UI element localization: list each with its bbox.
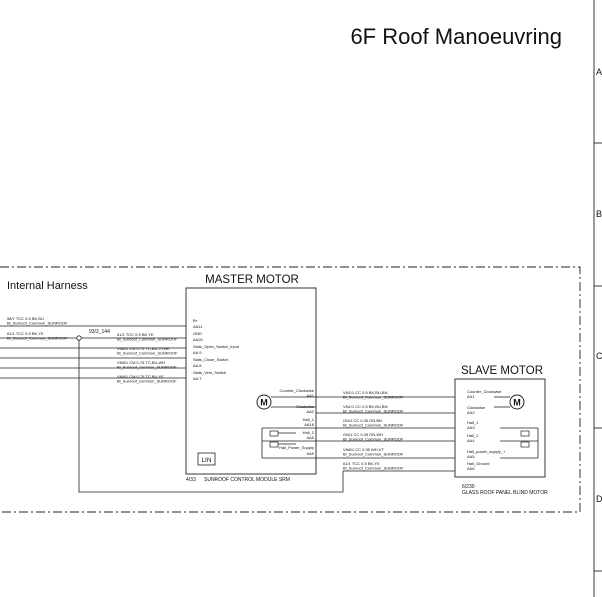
master-pin: AA 7: [193, 376, 202, 381]
link-desc: Bl_Sunroof_Common_SUNROOF: [343, 437, 404, 442]
master-module-box: [185, 287, 317, 475]
slave-pin-name: Hall_1: [467, 420, 479, 425]
row-marker-d: D: [596, 494, 602, 504]
slave-component-name: GLASS ROOF PANEL BLIND MOTOR: [462, 490, 548, 496]
wire-code: 61/1 TCC 0.5 BK,YE: [7, 331, 44, 336]
master-pin: GND: [193, 331, 202, 336]
slave-title: SLAVE MOTOR: [461, 365, 543, 377]
link-code: 61/1 TCC 0.5 BK,YE: [343, 461, 380, 466]
wire-desc: Bl_Sunroof_common_SUNROOF: [117, 365, 177, 370]
link-code: VN1/1 CC 0.5 BK,BU,BN: [343, 404, 388, 409]
master-output-name: Clockwise: [296, 404, 315, 409]
master-pin: AA11: [193, 324, 203, 329]
slave-pin-name: Counter_Clockwise: [467, 389, 502, 394]
ground-return-wire: [78, 340, 344, 493]
slave-motor-symbol: M: [513, 398, 521, 408]
harness-boundary: [0, 266, 581, 513]
wire-code: VN8/1 CM 0.75 TC,BU,WH: [117, 360, 165, 365]
master-output-pin: AA9: [306, 451, 314, 456]
slave-pin: AA6: [467, 466, 475, 471]
wire-desc: Bl_Sunroof_Common_SUNROOF: [7, 336, 68, 341]
wire-desc: Bl_Sunroof_Common_SUNROOF: [117, 337, 178, 342]
wire-code: VN8/1 CM 0.75 TC,BU,YE: [117, 374, 164, 379]
slave-pin-name: Hall_2: [467, 433, 479, 438]
master-output-name: Hall_2: [303, 430, 315, 435]
wire-desc: Bl_Sunroof_Common_SUNROOF: [117, 351, 178, 356]
harness-label: Internal Harness: [7, 280, 88, 292]
link-desc: Bl_Sunroof_Common_SUNROOF: [343, 466, 404, 471]
wire-code: 58/7 TCC 0.5 BK,BU: [7, 316, 44, 321]
slave-motor-box: [454, 378, 546, 478]
master-module-name: SUNROOF CONTROL MODULE SRM: [204, 477, 290, 483]
row-marker-c: C: [596, 351, 602, 361]
master-pin: AA 9: [193, 350, 202, 355]
splice-label: 93/2_144: [89, 329, 110, 335]
page-title: 6F Roof Manoeuvring: [350, 24, 562, 49]
wire-code: VN8/1 CM 0.75 TC,BU,VT,BK: [117, 346, 170, 351]
hall-sensor-icon: [269, 430, 279, 437]
master-output-pin: AA5: [306, 435, 314, 440]
slave-pin: AA3: [467, 425, 475, 430]
link-desc: Bl_Sunroof_Common_SUNROOF: [343, 423, 404, 428]
row-marker-a: A: [596, 67, 602, 77]
row-marker-b: B: [596, 209, 602, 219]
hall-sensor-icon: [269, 441, 279, 448]
master-pin: B+: [193, 318, 199, 323]
link-code: VN1/1 CC 0.5 BK,BU,BN: [343, 390, 388, 395]
master-output-name: Hall_1: [303, 417, 315, 422]
master-output-pin: AA18: [304, 422, 315, 427]
wire-desc: Bl_Sunroof_common_SUNROOF: [117, 379, 177, 384]
master-motor-symbol: M: [260, 398, 268, 408]
link-code: VN8/1 CC 0.35 WH,VT: [343, 447, 384, 452]
master-pin: Slats_Vent_Switch: [193, 370, 226, 375]
slave-pin: AA4: [467, 438, 475, 443]
master-pin: AA20: [193, 337, 204, 342]
link-code: GN/1 CC 0.35 GN,BN: [343, 418, 382, 423]
master-pin: AA 8: [193, 363, 202, 368]
link-desc: Bl_Sunroof_Common_SUNROOF: [343, 452, 404, 457]
link-desc: Bl_Sunroof_Common_SUNROOF: [343, 395, 404, 400]
master-motor-icon: [256, 394, 272, 410]
slave-motor-icon: [509, 394, 525, 410]
slave-pin-name: Hall_power_supply_+: [467, 449, 506, 454]
slave-pin-name: Clockwise: [467, 405, 486, 410]
slave-pin: AA5: [467, 454, 475, 459]
master-pin: Slats_Close_Switch: [193, 357, 228, 362]
link-desc: Bl_Sunroof_Common_SUNROOF: [343, 409, 404, 414]
wire-code: 61/1 TCC 0.5 BK,YE: [117, 332, 154, 337]
slave-hall-sensor-icon: [520, 430, 530, 437]
master-module-id: 4/33: [186, 477, 196, 483]
master-output-pin: AA1: [306, 393, 314, 398]
slave-pin: AA1: [467, 394, 475, 399]
master-output-pin: AA2: [306, 409, 314, 414]
splice-node: [76, 335, 82, 341]
slave-pin-name: Hall_Ground: [467, 461, 489, 466]
slave-hall-sensor-icon: [520, 441, 530, 448]
wire-desc: Bl_Sunroof_Common_SUNROOF: [7, 321, 68, 326]
master-pin: Slats_Open_Switch_Input: [193, 344, 240, 349]
master-title: MASTER MOTOR: [205, 274, 299, 286]
slave-pin: AA2: [467, 410, 475, 415]
lin-box: [197, 452, 216, 466]
lin-label: LIN: [201, 457, 211, 464]
master-output-name: Hall_Power_Supply: [279, 445, 314, 450]
master-output-name: Counter_Clockwise: [280, 388, 315, 393]
link-code: GN/1 CC 0.35 GN,WH: [343, 432, 383, 437]
slave-component-id: 6/230: [462, 484, 475, 490]
